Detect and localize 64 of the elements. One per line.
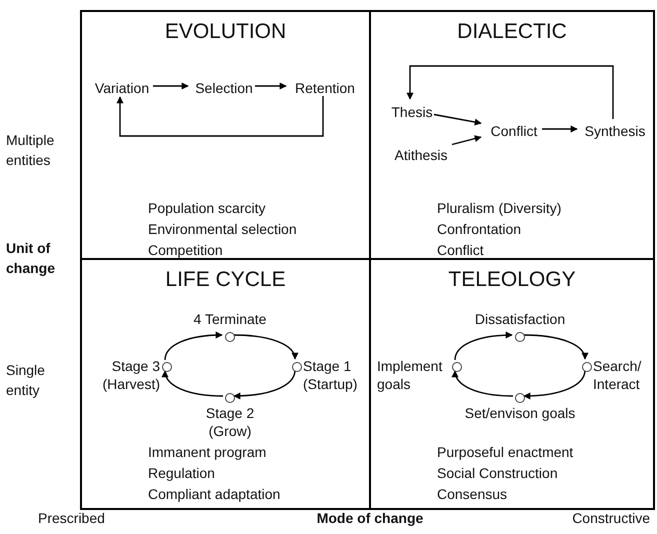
- body-text: Pluralism (Diversity): [437, 199, 562, 218]
- stage-label: Set/envison goals: [464, 404, 576, 422]
- arrow: [434, 114, 482, 126]
- node-text: Synthesis: [581, 122, 649, 140]
- stage-label: Search/ Interact: [593, 357, 642, 393]
- body-text: Confrontation: [437, 220, 522, 239]
- arrow: [406, 65, 614, 119]
- node-text: Retention: [290, 79, 360, 97]
- quadrant-panel: [369, 10, 655, 260]
- arrow: [233, 370, 296, 400]
- body-text: Purposeful enactment: [437, 443, 574, 462]
- axis-label: Single entity: [6, 361, 46, 400]
- axis-title: Mode of change: [316, 509, 424, 528]
- circle-node: [162, 362, 172, 372]
- arrow: [542, 126, 578, 132]
- arrow: [454, 332, 513, 360]
- circle-node: [292, 362, 302, 372]
- arrow: [164, 332, 223, 360]
- stage-label: Dissatisfaction: [474, 310, 566, 328]
- circle-node: [452, 362, 462, 372]
- quadrant-title: DIALECTIC: [456, 20, 568, 44]
- node-text: Conflict: [485, 122, 543, 140]
- axis-title: Unit of change: [6, 239, 56, 278]
- axis-label: Multiple entities: [6, 131, 56, 170]
- quadrant-title: TELEOLOGY: [447, 268, 577, 292]
- circle-node: [515, 393, 525, 403]
- arrow: [452, 135, 482, 146]
- body-text: Competition: [148, 241, 223, 260]
- arrow: [153, 82, 189, 90]
- arrow: [162, 370, 224, 397]
- body-text: Social Construction: [437, 464, 558, 483]
- circle-node: [582, 362, 592, 372]
- circle-node: [225, 332, 235, 342]
- axis-label: Prescribed: [38, 509, 106, 528]
- quadrant-panel: [80, 258, 371, 510]
- arrow: [522, 334, 588, 360]
- body-text: Immanent program: [148, 443, 266, 462]
- node-text: Selection: [192, 79, 256, 97]
- quadrant-panel: [369, 258, 655, 510]
- body-text: Compliant adaptation: [148, 485, 280, 504]
- arrow: [255, 82, 287, 90]
- stage-label: Stage 3 (Harvest): [101, 357, 160, 393]
- stage-label: 4 Terminate: [192, 310, 268, 328]
- body-text: Conflict: [437, 241, 484, 260]
- circle-node: [515, 332, 525, 342]
- arrow: [523, 370, 586, 400]
- stage-label: Implement goals: [377, 357, 444, 393]
- quadrant-panel: [80, 10, 371, 260]
- node-text: Atithesis: [389, 146, 453, 164]
- quadrant-title: LIFE CYCLE: [164, 268, 287, 292]
- arrow: [452, 370, 514, 397]
- stage-label: Stage 1 (Startup): [303, 357, 358, 393]
- arrow: [116, 96, 324, 137]
- body-text: Environmental selection: [148, 220, 297, 239]
- body-text: Regulation: [148, 464, 215, 483]
- node-text: Thesis: [389, 103, 435, 121]
- body-text: Population scarcity: [148, 199, 266, 218]
- stage-label: Stage 2 (Grow): [204, 404, 256, 440]
- quadrant-title: EVOLUTION: [164, 20, 288, 44]
- axis-label: Constructive: [571, 509, 650, 528]
- node-text: Variation: [90, 79, 154, 97]
- arrow: [232, 334, 298, 360]
- circle-node: [225, 393, 235, 403]
- body-text: Consensus: [437, 485, 508, 504]
